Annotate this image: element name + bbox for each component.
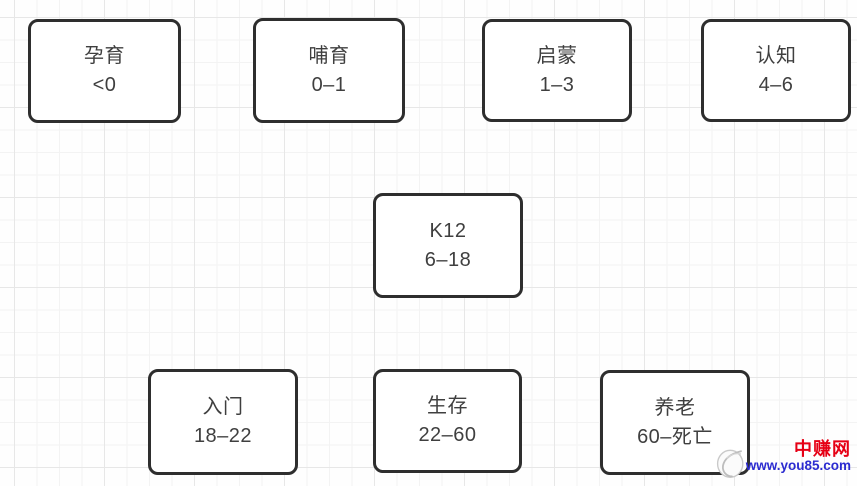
stage-box-enlightenment[interactable]: 启蒙 1–3: [482, 19, 632, 122]
stage-range: 0–1: [311, 73, 347, 96]
stage-box-survival[interactable]: 生存 22–60: [373, 369, 522, 473]
stage-label: 哺育: [308, 44, 350, 67]
stage-range: 22–60: [418, 424, 477, 446]
stage-label: 生存: [427, 395, 468, 417]
stage-label: 养老: [654, 396, 696, 419]
stage-label: 入门: [202, 396, 244, 418]
stage-range: 6–18: [424, 248, 472, 271]
stage-range: 4–6: [758, 73, 794, 96]
stage-label: 孕育: [84, 45, 125, 67]
stage-label: 认知: [755, 44, 797, 67]
stage-box-k12[interactable]: K12 6–18: [373, 193, 523, 298]
watermark-site-name: 中赚网: [794, 439, 851, 459]
stage-range: 1–3: [539, 73, 575, 96]
stage-box-retirement[interactable]: 养老 60–死亡: [600, 370, 750, 475]
stage-box-nursing[interactable]: 哺育 0–1: [253, 18, 405, 123]
watermark-site-url: www.you85.com: [745, 458, 851, 473]
stage-label: K12: [429, 219, 467, 242]
stage-box-cognition[interactable]: 认知 4–6: [701, 19, 851, 122]
stage-range: 18–22: [193, 425, 253, 447]
stage-range: <0: [92, 74, 117, 96]
watermark-logo-icon: [716, 449, 744, 478]
stage-box-entry[interactable]: 入门 18–22: [148, 369, 298, 475]
stage-range: 60–死亡: [637, 425, 713, 448]
stage-label: 启蒙: [536, 44, 578, 67]
stage-box-gestation[interactable]: 孕育 <0: [28, 19, 181, 123]
watermark: 中赚网 www.you85.com: [714, 440, 851, 482]
